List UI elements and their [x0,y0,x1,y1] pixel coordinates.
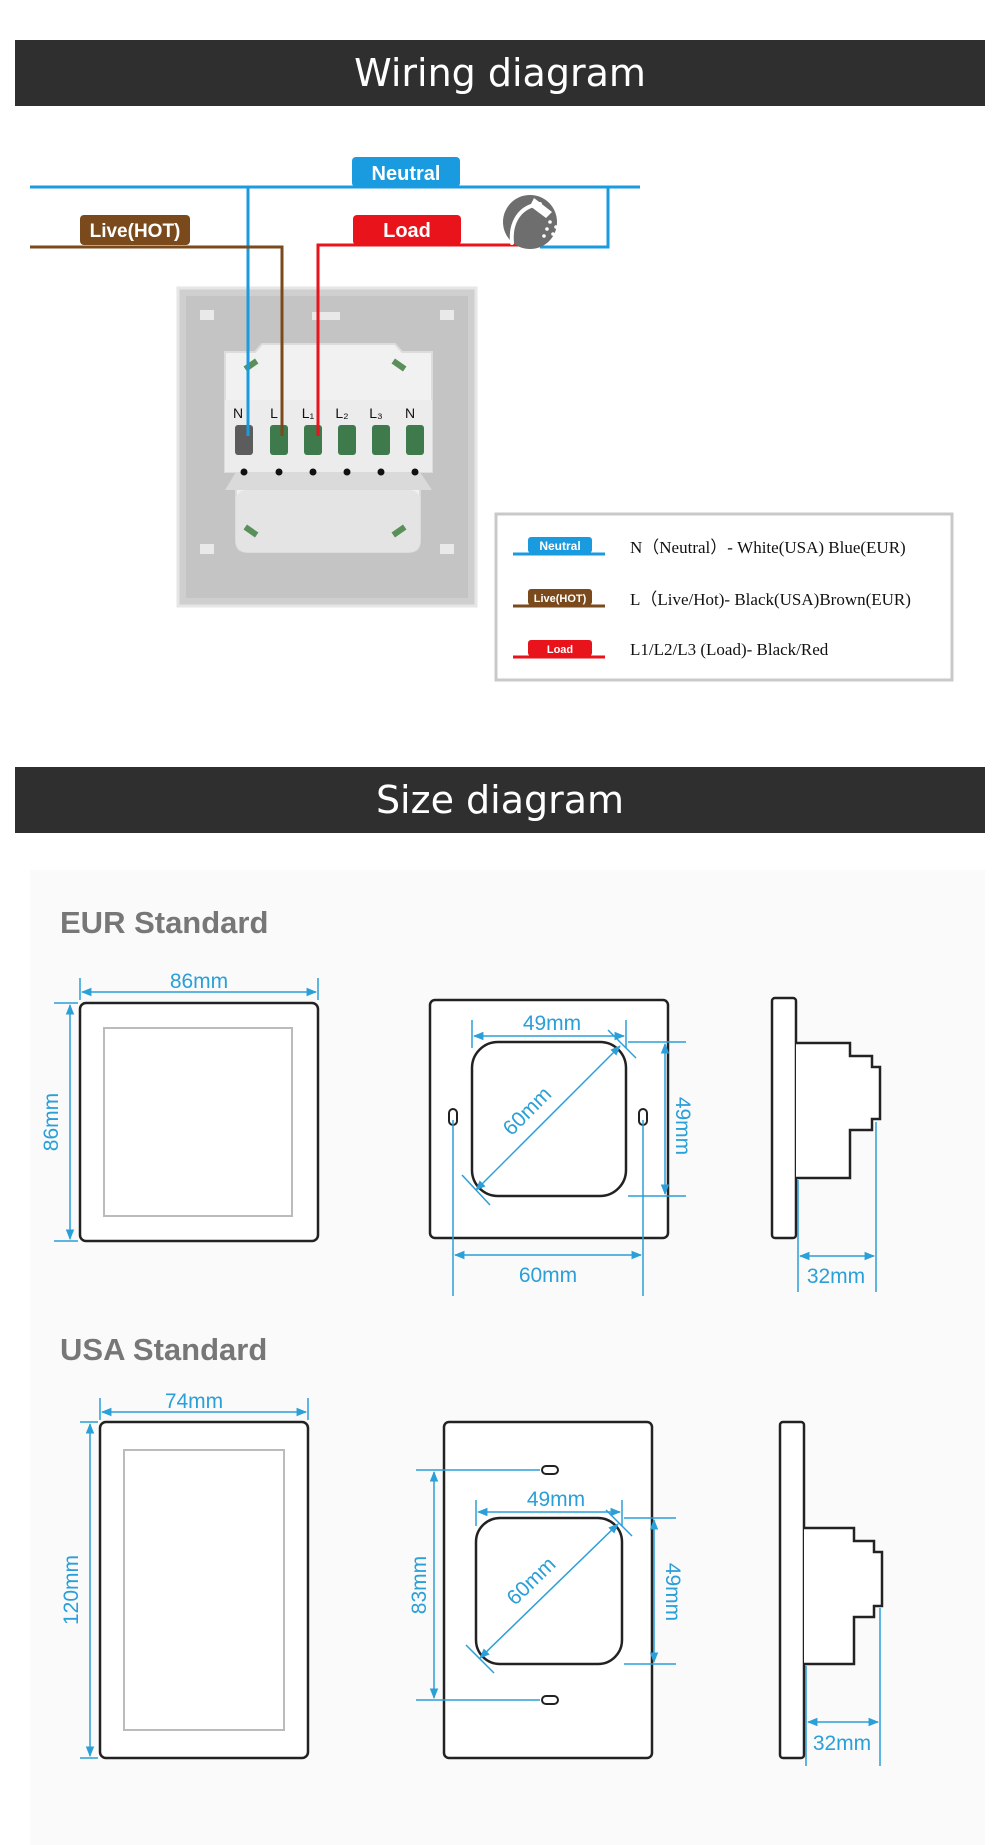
usa-box-width-label: 49mm [527,1488,585,1511]
live-tag-label: Live(HOT) [90,221,181,242]
terminal-label-n1: N [233,405,243,421]
wiring-legend: Neutral N（Neutral）- White(USA) Blue(EUR)… [494,512,954,682]
eur-front-dimension-lines [54,978,319,1242]
usa-front-dimension-lines [80,1398,309,1759]
eur-screw-spacing-label: 60mm [519,1264,577,1287]
live-wire [30,245,284,436]
eur-front-width-label: 86mm [170,970,228,993]
usa-depth-label: 32mm [813,1732,871,1755]
terminal-label-l: L [270,405,278,421]
legend-live-tag: Live(HOT) [534,593,587,605]
eur-box-height-label: 49mm [671,1097,694,1155]
usa-front-view [98,1420,310,1760]
usa-standard-title: USA Standard [60,1332,267,1367]
usa-front-height-label: 120mm [60,1555,83,1625]
live-tag: Live(HOT) [80,215,190,245]
eur-side-dimension-lines [797,1122,877,1292]
neutral-wire [30,185,640,436]
neutral-tag: Neutral [352,157,460,187]
terminal-label-l1: L₁ [302,405,315,421]
usa-back-view [442,1420,654,1760]
usa-screw-spacing-label: 83mm [408,1556,431,1614]
legend-neutral-tag: Neutral [539,539,580,553]
wiring-diagram-title: Wiring diagram [15,40,985,106]
terminal-label-l2: L₂ [335,405,348,421]
shower-icon [503,195,558,249]
size-diagram-title: Size diagram [15,767,985,833]
legend-live-text: L（Live/Hot)- Black(USA)Brown(EUR) [630,590,911,609]
eur-depth-label: 32mm [807,1265,865,1288]
neutral-tag-label: Neutral [372,163,441,185]
eur-side-view [770,996,882,1240]
usa-box-height-label: 49mm [661,1563,684,1621]
eur-front-height-label: 86mm [40,1093,63,1151]
usa-side-dimension-lines [805,1608,881,1766]
eur-front-view [78,1001,320,1243]
load-tag-label: Load [383,220,431,242]
usa-side-view [778,1420,884,1760]
terminal-label-n2: N [405,405,415,421]
terminal-label-l3: L₃ [369,405,383,421]
eur-box-width-label: 49mm [523,1012,581,1035]
eur-standard-title: EUR Standard [60,905,268,940]
eur-back-dimension-lines [452,1020,686,1296]
legend-load-tag: Load [547,644,573,656]
terminal-block [224,343,433,553]
usa-back-dimension-lines [416,1469,676,1701]
legend-neutral-text: N（Neutral）- White(USA) Blue(EUR) [630,538,906,557]
usa-front-width-label: 74mm [165,1390,223,1413]
load-tag: Load [353,215,461,245]
legend-load-text: L1/L2/L3 (Load)- Black/Red [630,640,829,659]
